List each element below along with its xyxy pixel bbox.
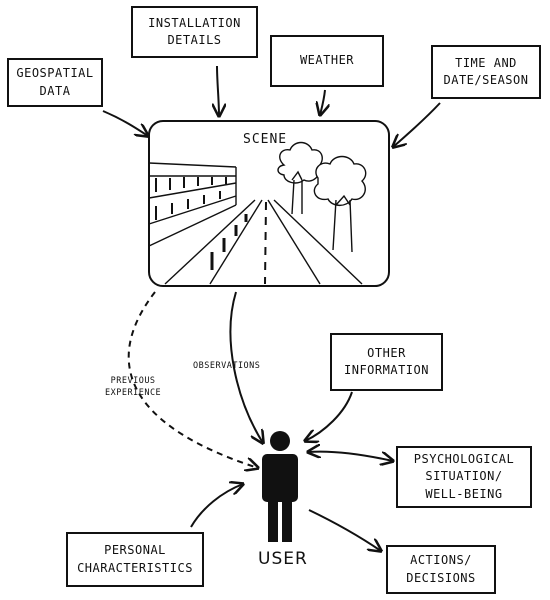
actions-decisions-box: ACTIONS/ DECISIONS [386, 545, 496, 594]
arrow-other-to-user [305, 391, 353, 441]
arrow-observations [229, 291, 263, 443]
arrow-installation-to-scene [217, 65, 219, 116]
personal-characteristics-box: PERSONAL CHARACTERISTICS [66, 532, 204, 587]
arrow-weather-to-scene [320, 89, 325, 115]
psychological-situation-box: PSYCHOLOGICAL SITUATION/ WELL-BEING [396, 446, 532, 508]
installation-details-box: INSTALLATION DETAILS [131, 6, 258, 58]
arrow-previous-experience [127, 291, 258, 468]
scene-frame [148, 120, 390, 287]
user-label: USER [258, 549, 308, 569]
weather-box: WEATHER [270, 35, 384, 87]
geospatial-data-box: GEOSPATIAL DATA [7, 58, 103, 107]
road-sketch [164, 199, 363, 285]
arrow-personal-to-user [190, 484, 243, 528]
scene-sketch [148, 141, 367, 285]
trees-sketch [277, 141, 367, 253]
user-figure [262, 431, 298, 542]
previous-experience-label: PREVIOUS EXPERIENCE [105, 376, 162, 398]
arrow-user-to-actions [308, 509, 381, 551]
arrow-geospatial-to-scene [102, 110, 148, 136]
building-sketch [148, 162, 237, 247]
arrow-user-psychological [308, 452, 393, 461]
arrow-time-to-scene [393, 102, 441, 147]
other-information-box: OTHER INFORMATION [330, 333, 443, 391]
observations-label: OBSERVATIONS [193, 361, 261, 371]
scene-title: SCENE [243, 132, 288, 147]
time-date-season-box: TIME AND DATE/SEASON [431, 45, 541, 99]
